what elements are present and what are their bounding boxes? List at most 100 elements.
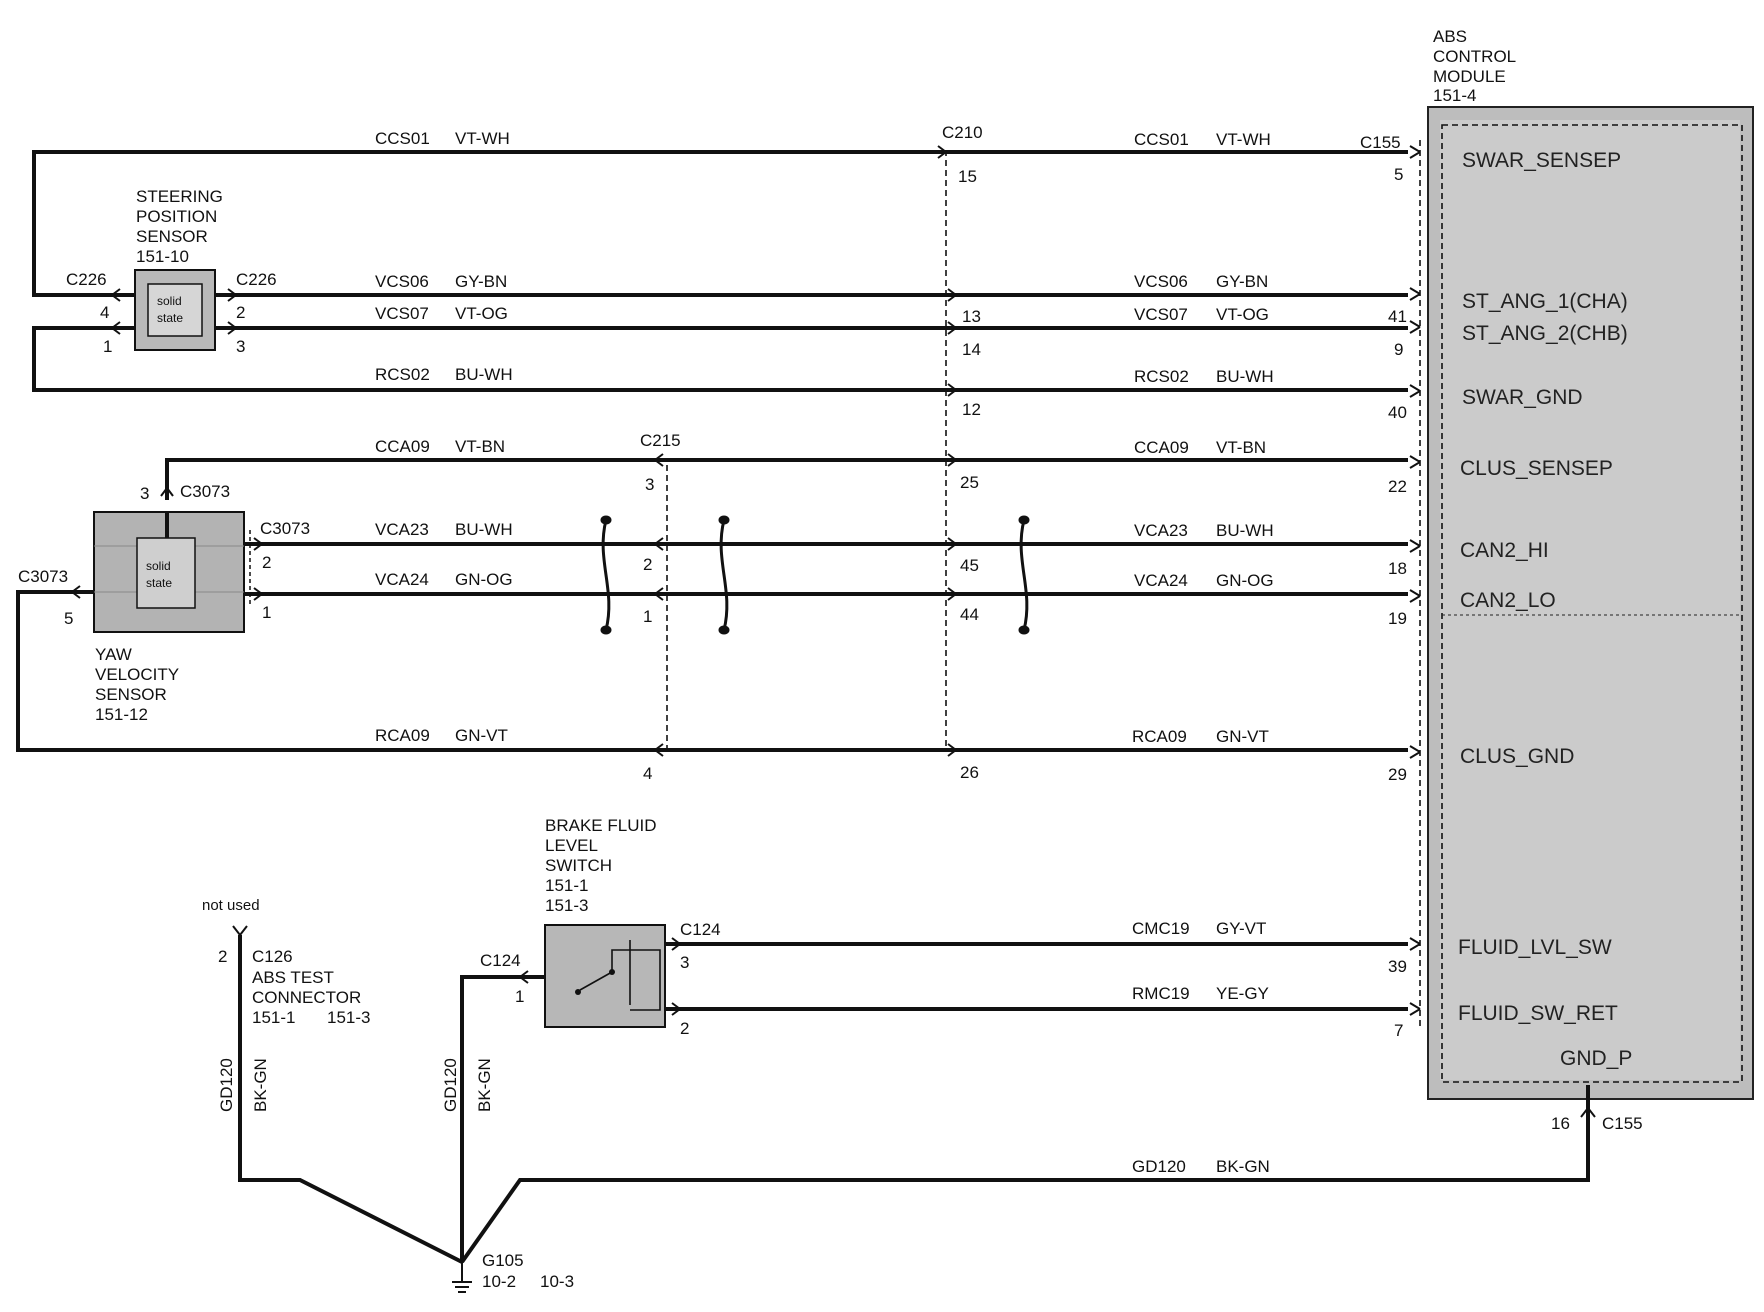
c210-pin: 15 [958,167,977,186]
module-pin-arrows [1409,145,1421,1016]
module-pin-number: 29 [1388,765,1407,784]
steering-title-line1: STEERING [136,187,223,206]
wire-rca09 [16,590,1408,752]
c215-label: C215 [640,431,681,450]
steering-pin: 3 [236,337,245,356]
brake-left-connector: C124 [480,951,521,970]
wire-labels: CCS01 VT-WH CCS01 VT-WH VCS06 GY-BN VCS0… [375,129,1274,1176]
wire-color-right: BU-WH [1216,367,1274,386]
brake-fluid-level-switch: BRAKE FLUID LEVEL SWITCH 151-1 151-3 C12… [460,816,1408,1262]
wire-code-left: RCA09 [375,726,430,745]
yaw-sensor-inner [136,537,196,609]
brake-left-pin: 1 [515,987,524,1006]
steering-sensor-inner [147,283,203,337]
module-title-line3: MODULE [1433,67,1506,86]
wire-color-left: VT-OG [455,304,508,323]
ground-wire-code: GD120 [217,1058,236,1112]
ground-wire-color: BK-GN [251,1058,270,1112]
steering-title-line3: SENSOR [136,227,208,246]
c215-pin: 4 [643,764,652,783]
yaw-velocity-sensor: solid state 3 C3073 C3073 2 1 C3073 5 YA… [18,482,310,724]
module-gnd-connector: C155 [1602,1114,1643,1133]
module-pin-number: 41 [1388,307,1407,326]
module-connector-label: C155 [1360,133,1401,152]
abs-test-connector: not used 2 C126 ABS TEST CONNECTOR 151-1… [202,897,463,1264]
steering-position-sensor: STEERING POSITION SENSOR 151-10 solid st… [66,187,277,356]
wire-code-left: VCA24 [375,570,429,589]
wire-color-right: VT-WH [1216,130,1271,149]
module-pin-name: SWAR_GND [1462,386,1583,409]
yaw-title-line4: 151-12 [95,705,148,724]
module-pin-name: SWAR_SENSEP [1462,149,1621,172]
wire-color-right: GN-OG [1216,571,1274,590]
steering-pin: 2 [236,303,245,322]
c210-pin: 45 [960,556,979,575]
ground-g105: G105 10-2 10-3 GD120 BK-GN GD120 BK-GN [217,1058,1596,1293]
wire-color-right: VT-OG [1216,305,1269,324]
wire-color-left: GN-VT [455,726,508,745]
wire-code-left: RCS02 [375,365,430,384]
test-connector-title-line3: 151-1 [252,1008,295,1027]
c210-pin: 26 [960,763,979,782]
steering-title-line2: POSITION [136,207,217,226]
brake-title-line5: 151-3 [545,896,588,915]
inline-connector-c215: C215 3 2 1 4 [640,431,681,783]
wire-color-right: GY-VT [1216,919,1266,938]
test-connector-pin: 2 [218,947,227,966]
brake-right-connector: C124 [680,920,721,939]
module-pin-name: CAN2_HI [1460,539,1549,562]
module-pin-number: 22 [1388,477,1407,496]
brake-title-line4: 151-1 [545,876,588,895]
steering-inner-label: state [157,311,183,325]
wire-code-right: RMC19 [1132,984,1190,1003]
wire-rcs02 [32,326,1408,392]
c210-pin: 44 [960,605,979,624]
module-inner-border [1441,124,1743,1083]
wire-code-right: VCS06 [1134,272,1188,291]
brake-right-pin: 3 [680,953,689,972]
wire-color-right: VT-BN [1216,438,1266,457]
ground-wire-code: GD120 [441,1058,460,1112]
ground-ref: 10-2 [482,1272,516,1291]
module-shade [1440,120,1740,1080]
c210-label: C210 [942,123,983,142]
module-pin-number: 9 [1394,340,1403,359]
c215-pin: 3 [645,475,654,494]
twist-marker [601,519,611,631]
steering-inner-label: solid [157,294,182,308]
test-connector-title-line2: CONNECTOR [252,988,361,1007]
yaw-right-pin: 1 [262,603,271,622]
inline-chevrons [654,145,957,757]
wire-code-right: CMC19 [1132,919,1190,938]
c215-pin: 2 [643,555,652,574]
wire-code-left: CCS01 [375,129,430,148]
c215-pin: 1 [643,607,652,626]
wire-color-left: BU-WH [455,365,513,384]
wire-color-right: GY-BN [1216,272,1268,291]
wire-code-left: VCA23 [375,520,429,539]
wire-code-right: VCA24 [1134,571,1188,590]
wire-color-right: YE-GY [1216,984,1269,1003]
wire-ccs01 [32,150,1408,297]
wire-code-right: VCA23 [1134,521,1188,540]
wire-code-right: RCS02 [1134,367,1189,386]
wire-code-right: CCA09 [1134,438,1189,457]
wire-code-left: VCS07 [375,304,429,323]
steering-left-connector: C226 [66,270,107,289]
yaw-title-line3: SENSOR [95,685,167,704]
yaw-inner-label: state [146,576,172,590]
ground-ref: 10-3 [540,1272,574,1291]
module-title-line1: ABS [1433,27,1467,46]
test-connector-note: not used [202,897,260,914]
yaw-title-line1: YAW [95,645,132,664]
yaw-inner-label: solid [146,559,171,573]
wire-code-left: VCS06 [375,272,429,291]
wire-color-left: GN-OG [455,570,513,589]
yaw-left-pin: 5 [64,609,73,628]
wire-color-left: GY-BN [455,272,507,291]
module-pin-number: 40 [1388,403,1407,422]
module-pin-number: 5 [1394,165,1403,184]
brake-title-line1: BRAKE FLUID [545,816,656,835]
c210-pin: 14 [962,340,981,359]
wire-code-left: CCA09 [375,437,430,456]
